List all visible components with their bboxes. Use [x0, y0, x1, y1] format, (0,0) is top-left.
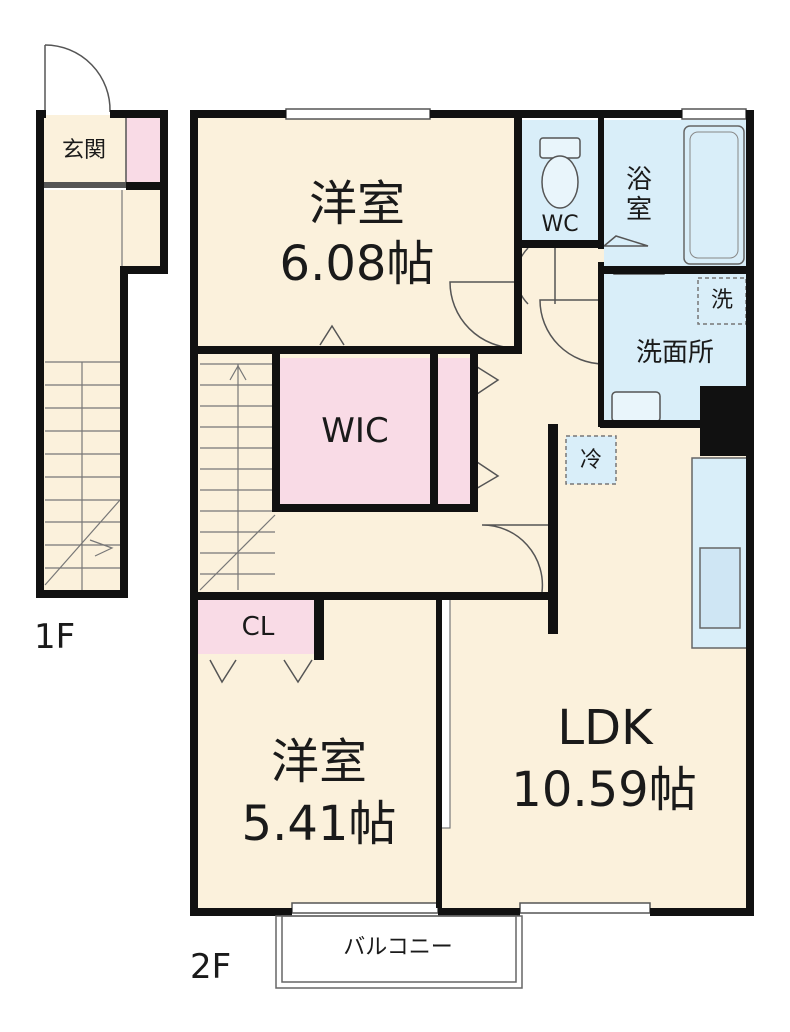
fridge-symbol: 冷	[579, 448, 602, 473]
wic-floor	[280, 358, 430, 504]
bath-label: 浴室	[625, 165, 652, 225]
washer-symbol: 洗	[710, 288, 733, 313]
entrance-door	[44, 44, 111, 113]
western-room-b-name: 洋室	[270, 734, 367, 790]
stair-treads-1f	[44, 190, 123, 590]
western-room-a-floor	[198, 118, 516, 350]
kitchen-sink	[699, 547, 741, 629]
shoe-closet	[125, 114, 163, 186]
ldk-area: 10.59帖	[511, 762, 697, 818]
fridge-space	[565, 435, 617, 485]
stair-treads-2f	[199, 363, 276, 591]
second-floor	[190, 108, 754, 989]
western-room-b-area: 5.41帖	[241, 796, 397, 852]
washroom-label: 洗面所	[635, 338, 714, 368]
balcony	[275, 915, 523, 989]
hall-floor-upper	[516, 248, 604, 428]
closet-doors	[209, 324, 500, 684]
entrance-label: 玄関	[61, 138, 106, 163]
hall-closet-floor	[438, 358, 474, 504]
balcony-label: バルコニー	[343, 935, 453, 960]
first-floor-label: 1F	[34, 617, 76, 657]
bathtub	[683, 125, 745, 265]
first-floor-walls	[36, 110, 168, 598]
entrance-floor	[40, 115, 126, 185]
toilet-label: WC	[541, 212, 579, 237]
cl-label: CL	[241, 612, 275, 642]
western-room-a-name: 洋室	[308, 176, 405, 232]
stair-shaft-floor	[42, 190, 160, 590]
wic-label: WIC	[321, 411, 389, 451]
western-room-a-area: 6.08帖	[279, 236, 435, 292]
bath-tub-inner	[689, 131, 739, 259]
second-floor-label: 2F	[190, 947, 232, 987]
ldk-name: LDK	[557, 700, 653, 756]
toilet-fixture	[539, 137, 581, 209]
cl-floor	[198, 598, 318, 654]
washbasin	[611, 391, 661, 423]
first-floor	[36, 44, 168, 598]
second-floor-walls	[190, 110, 754, 916]
